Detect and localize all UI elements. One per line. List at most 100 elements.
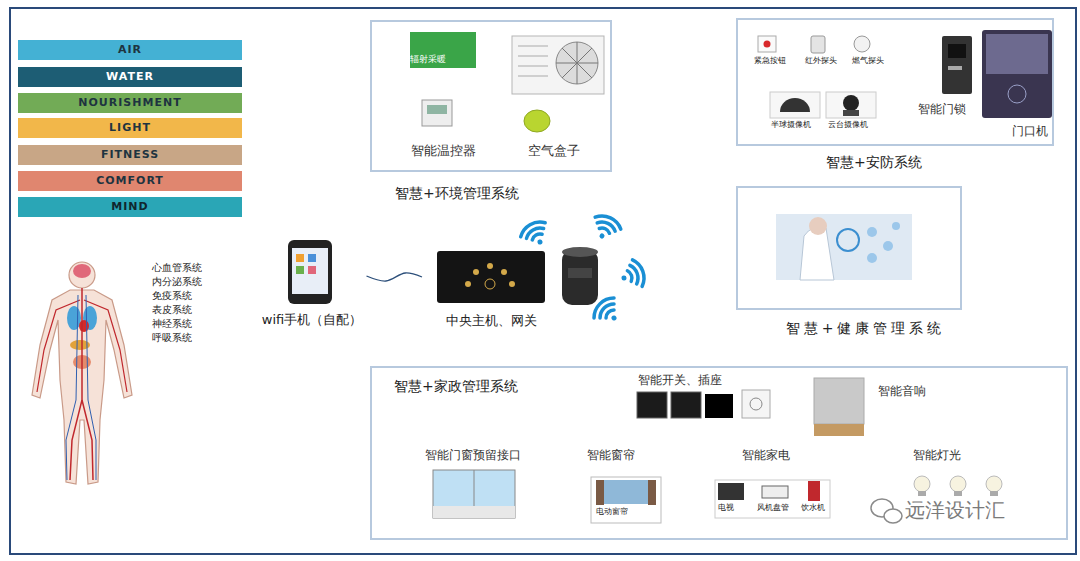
phone-picture — [308, 266, 316, 274]
label-anchor: 红外探头 — [805, 56, 837, 66]
heating-icon: 辐射采暖 — [410, 32, 476, 68]
label-anchor: 呼吸系统 — [152, 332, 192, 344]
health-picture — [800, 227, 834, 280]
air-conditioner-picture — [556, 42, 598, 84]
bulb-pictures — [918, 491, 926, 496]
label-anchor: 智能门锁 — [918, 102, 966, 116]
door-lock-picture — [942, 36, 972, 94]
wellness-band: FITNESS — [18, 145, 242, 165]
item-label: 红外探头 — [805, 56, 837, 66]
switch-socket-pictures — [750, 398, 762, 410]
wifi-signal — [589, 296, 621, 323]
human-body-figure — [67, 306, 81, 330]
window-picture — [433, 506, 515, 518]
band-label: FITNESS — [18, 145, 242, 165]
wellness-band: MIND — [18, 197, 242, 217]
item-label: 智能温控器 — [411, 143, 476, 159]
health-picture — [776, 214, 912, 280]
appliance-pictures — [808, 481, 820, 501]
switch-socket-pictures — [671, 392, 701, 418]
phone-picture — [288, 240, 332, 304]
item-label: 燃气探头 — [852, 56, 884, 66]
label-anchor: 智能音响 — [878, 384, 926, 398]
health-picture — [776, 214, 912, 280]
label-anchor: 燃气探头 — [852, 56, 884, 66]
bulb-pictures — [954, 491, 962, 496]
node-label: 辐射采暖 — [410, 32, 446, 65]
wifi-signal — [598, 232, 605, 239]
label-anchor: 门口机 — [1012, 124, 1048, 138]
wifi-signal — [518, 220, 549, 242]
thermostat-picture — [427, 105, 447, 114]
door-phone-picture — [982, 30, 1052, 118]
air-box-picture — [524, 110, 550, 132]
watermark: 远洋设计汇 — [905, 498, 1005, 522]
curtain-picture — [603, 480, 649, 504]
wifi-signal — [621, 275, 626, 280]
label-anchor: 电动窗帘 — [596, 507, 628, 517]
wechat-logo — [884, 509, 902, 523]
wellness-band: LIGHT — [18, 118, 242, 138]
bulb-pictures — [914, 476, 930, 492]
window-picture — [433, 470, 515, 518]
window-picture — [433, 470, 515, 518]
phone-picture — [296, 266, 304, 274]
item-label: 紧急按钮 — [754, 56, 786, 66]
air-conditioner-picture — [518, 56, 548, 57]
switch-socket-pictures — [637, 390, 770, 418]
label-anchor: 云台摄像机 — [828, 120, 868, 130]
label-anchor: 智能开关、插座 — [638, 373, 722, 387]
item-label: 电视 — [718, 503, 734, 513]
system-heading: 智慧+安防系统 — [826, 154, 922, 171]
system-box: 智慧+健康管理系统 — [736, 186, 962, 310]
label-anchor: 紧急按钮 — [754, 56, 786, 66]
central-host-picture — [473, 269, 479, 275]
health-picture — [809, 217, 827, 235]
item-label: 呼吸系统 — [152, 332, 192, 344]
label-anchor: 远洋设计汇 — [905, 498, 1005, 522]
central-host-picture — [437, 251, 545, 303]
label-anchor: 智能窗帘 — [587, 448, 635, 462]
door-phone-picture — [1008, 85, 1026, 103]
device-node: wifi手机（自配） — [258, 236, 367, 332]
bulb-pictures — [990, 491, 998, 496]
human-body-figure — [66, 295, 78, 480]
wifi-signal — [518, 210, 645, 329]
door-phone-picture — [986, 34, 1048, 74]
central-host-picture — [437, 251, 545, 303]
security-sensor-pictures — [764, 41, 771, 48]
band-label: NOURISHMENT — [18, 93, 242, 113]
security-sensor-pictures — [811, 36, 825, 53]
node-label: wifi手机（自配） — [258, 312, 367, 328]
item-label: 云台摄像机 — [828, 120, 868, 130]
item-label: 智能开关、插座 — [638, 373, 722, 387]
wellness-band: COMFORT — [18, 171, 242, 191]
label-anchor: 饮水机 — [801, 503, 825, 513]
wifi-signal — [620, 259, 645, 288]
security-sensor-pictures — [758, 36, 876, 118]
item-label: 智能家电 — [742, 448, 790, 462]
appliance-pictures — [715, 480, 830, 518]
system-heading: 智慧+健康管理系统 — [786, 320, 945, 337]
air-conditioner-picture — [518, 66, 548, 67]
phone-picture — [288, 240, 332, 304]
curtain-picture — [591, 477, 661, 523]
item-label: 空气盒子 — [528, 143, 580, 159]
human-body-figure — [32, 262, 132, 484]
air-box-picture — [524, 110, 550, 132]
item-label: 智能音响 — [878, 384, 926, 398]
label-anchor: 内分泌系统 — [152, 276, 202, 288]
switch-socket-pictures — [637, 392, 667, 418]
switch-socket-pictures — [705, 394, 733, 418]
item-label: 内分泌系统 — [152, 276, 202, 288]
connector-line — [367, 273, 423, 281]
air-conditioner-picture — [518, 46, 548, 47]
item-label: 智能门锁 — [918, 102, 966, 116]
item-label: 表皮系统 — [152, 304, 192, 316]
label-anchor: 智能家电 — [742, 448, 790, 462]
wifi-signal — [591, 210, 622, 240]
security-sensor-pictures — [780, 98, 810, 112]
human-body-figure — [86, 295, 96, 480]
item-label: 心血管系统 — [152, 262, 202, 274]
gateway-picture — [568, 268, 592, 278]
